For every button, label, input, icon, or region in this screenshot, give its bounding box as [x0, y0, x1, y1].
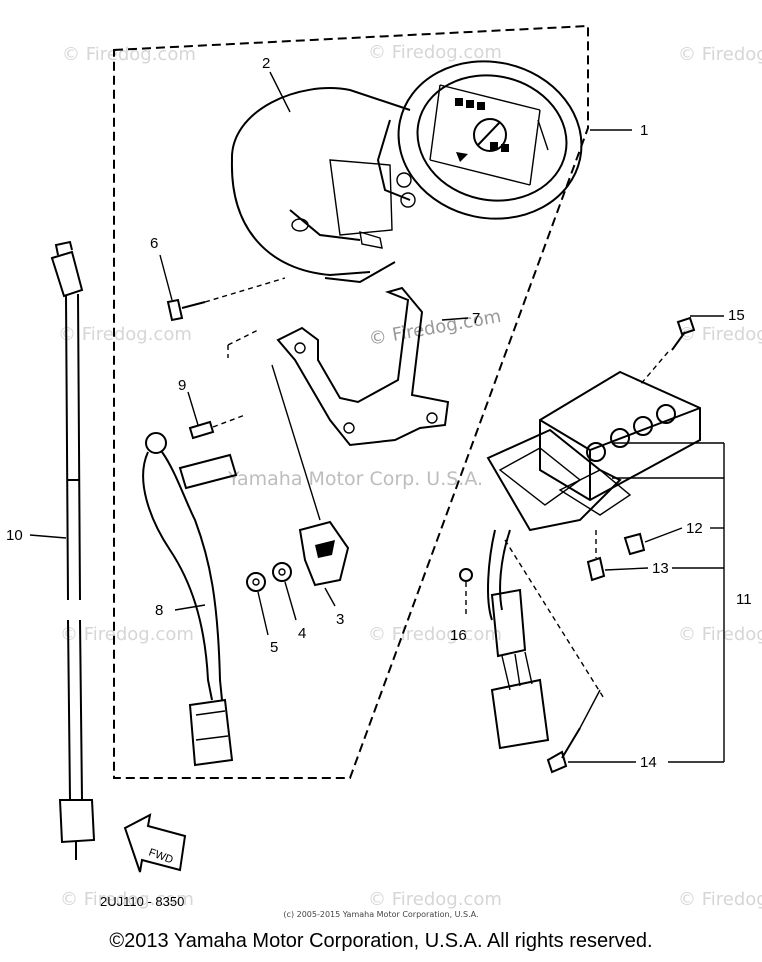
part-label: 5: [270, 639, 278, 656]
assembly-outline: [113, 24, 589, 779]
part-label: 1: [640, 122, 648, 139]
cable-part-10: [29, 240, 96, 860]
part-label: 12: [686, 520, 703, 537]
part-labels: 1 2 3 4 5 6 7 8 9 10 11 12 13 14 15 16 2…: [6, 55, 752, 909]
watermark-center: Yamaha Motor Corp. U.S.A.: [227, 468, 483, 490]
part-label: 6: [150, 235, 158, 252]
screw-part-15: [639, 316, 696, 386]
hardware-parts-3-4-5: [246, 364, 350, 636]
watermark: © Firedog.com: [58, 324, 192, 345]
watermark: © Firedog.com: [367, 306, 502, 350]
diagram-code: 2UJ110 - 8350: [100, 894, 184, 909]
small-copyright: (c) 2005-2015 Yamaha Motor Corporation, …: [283, 910, 479, 919]
part-label: 14: [640, 754, 657, 771]
watermark: © Firedog.com: [678, 324, 762, 345]
watermark: © Firedog.com: [368, 889, 502, 910]
watermark: © Firedog.com: [368, 42, 502, 63]
part-label: 13: [652, 560, 669, 577]
watermark: © Firedog.com: [62, 44, 196, 65]
part-label: 3: [336, 611, 344, 628]
part-label: 9: [178, 377, 186, 394]
leader-lines: [159, 71, 725, 763]
bracket-part-7: [276, 286, 450, 447]
watermark: © Firedog.com: [60, 889, 194, 910]
watermark: © Firedog.com: [60, 624, 194, 645]
part-label: 2: [262, 55, 270, 72]
forward-arrow: FWD: [123, 813, 187, 873]
part-label: 16: [450, 627, 467, 644]
watermark: © Firedog.com: [678, 624, 762, 645]
footer-copyright: ©2013 Yamaha Motor Corporation, U.S.A. A…: [109, 930, 653, 952]
screw-part-6: [166, 277, 286, 322]
part-label: 11: [736, 591, 752, 608]
bulb-part-9: [188, 329, 259, 440]
part-label: 10: [6, 527, 23, 544]
indicator-unit: [459, 370, 701, 750]
part-label: 8: [155, 602, 163, 619]
screw-part-14: [504, 539, 606, 774]
harness-part-8: [142, 432, 238, 767]
watermark: © Firedog.com: [368, 624, 502, 645]
part-label: 4: [298, 625, 306, 642]
part-label: 15: [728, 307, 745, 324]
watermark: © Firedog.com: [678, 889, 762, 910]
watermark: © Firedog.com: [678, 44, 762, 65]
part-label: 7: [472, 310, 480, 327]
meter-assembly: [230, 60, 583, 284]
